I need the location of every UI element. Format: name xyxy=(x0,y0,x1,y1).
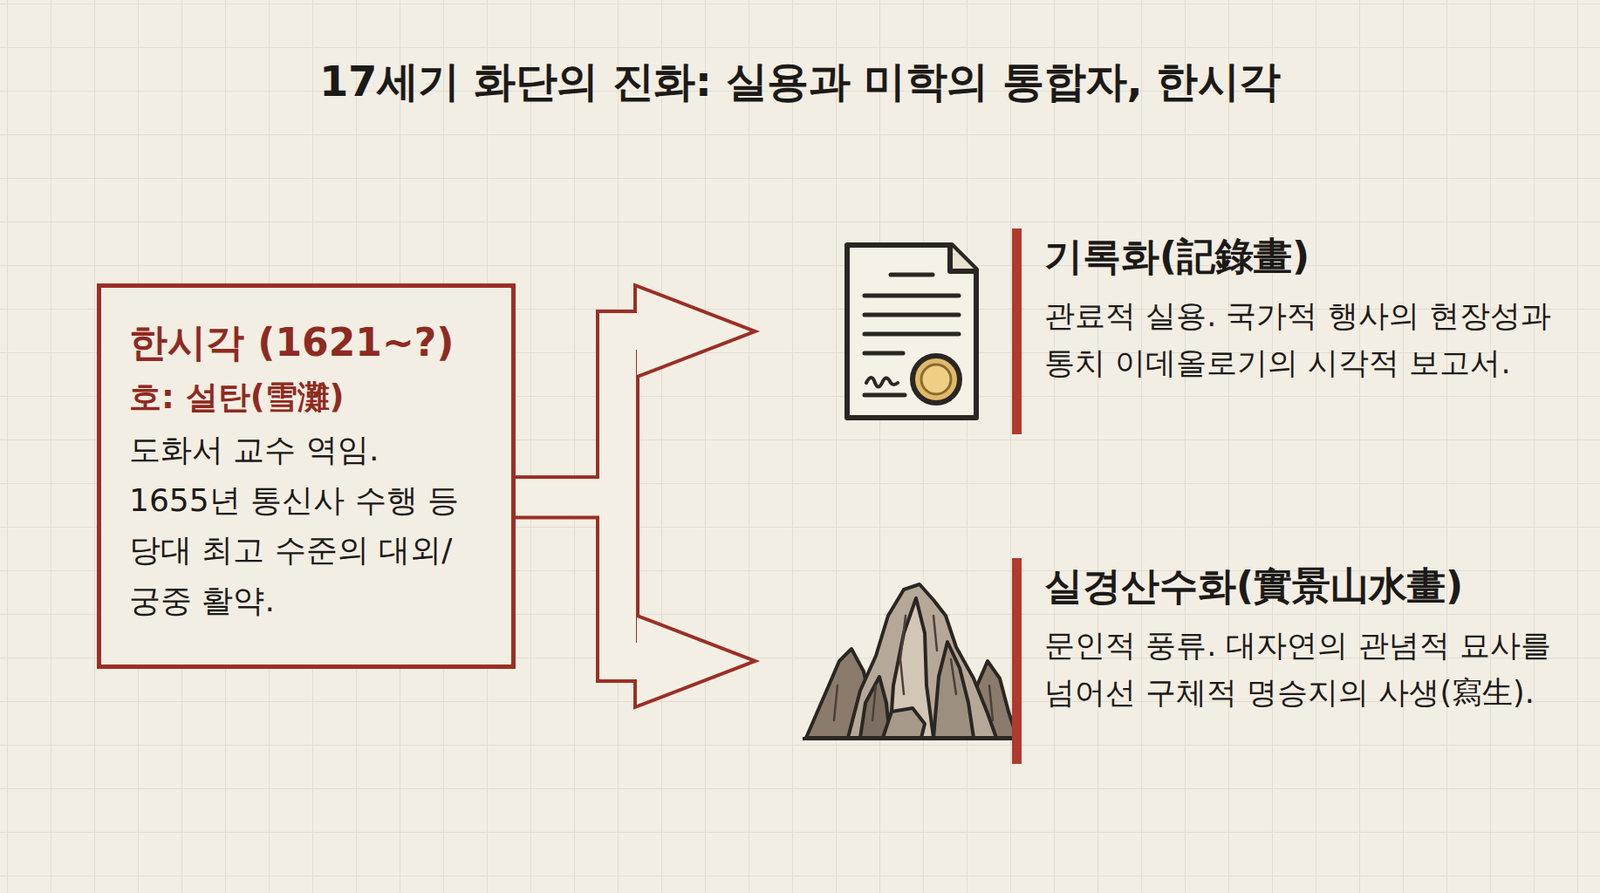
node-heading: 실경산수화(實景山水畫) xyxy=(1044,561,1571,610)
node-body: 도화서 교수 역임. 1655년 통신사 수행 등 당대 최고 수준의 대외/궁… xyxy=(129,424,486,626)
mountain-icon xyxy=(802,581,1021,746)
diagram-title: 17세기 화단의 진화: 실용과 미학의 통합자, 한시각 xyxy=(0,54,1600,110)
branch-arrow xyxy=(512,478,751,705)
document-icon xyxy=(841,241,982,425)
accent-bar: 실경산수화(實景山水畫) 문인적 풍류. 대자연의 관념적 묘사를 넘어선 구체적… xyxy=(1011,558,1571,765)
arrow-fill xyxy=(512,478,751,705)
node-heading: 기록화(記錄畫) xyxy=(1044,232,1571,281)
accent-bar: 기록화(記錄畫) 관료적 실용. 국가적 행사의 현장성과 통치 이데올로기의 시… xyxy=(1011,228,1571,435)
node-heading: 한시각 (1621~?) xyxy=(129,317,486,368)
node-body: 문인적 풍류. 대자연의 관념적 묘사를 넘어선 구체적 명승지의 사생(寫生)… xyxy=(1044,622,1571,718)
genre-band: 기록화(記錄畫) 관료적 실용. 국가적 행사의 현장성과 통치 이데올로기의 시… xyxy=(750,228,1571,435)
genre-band: 실경산수화(實景山水畫) 문인적 풍류. 대자연의 관념적 묘사를 넘어선 구체적… xyxy=(750,558,1571,765)
node-body: 관료적 실용. 국가적 행사의 현장성과 통치 이데올로기의 시각적 보고서. xyxy=(1044,292,1571,388)
node-subheading: 호: 설탄(雪灘) xyxy=(129,376,486,420)
artist-box: 한시각 (1621~?) 호: 설탄(雪灘)도화서 교수 역임. 1655년 통신… xyxy=(96,283,516,670)
